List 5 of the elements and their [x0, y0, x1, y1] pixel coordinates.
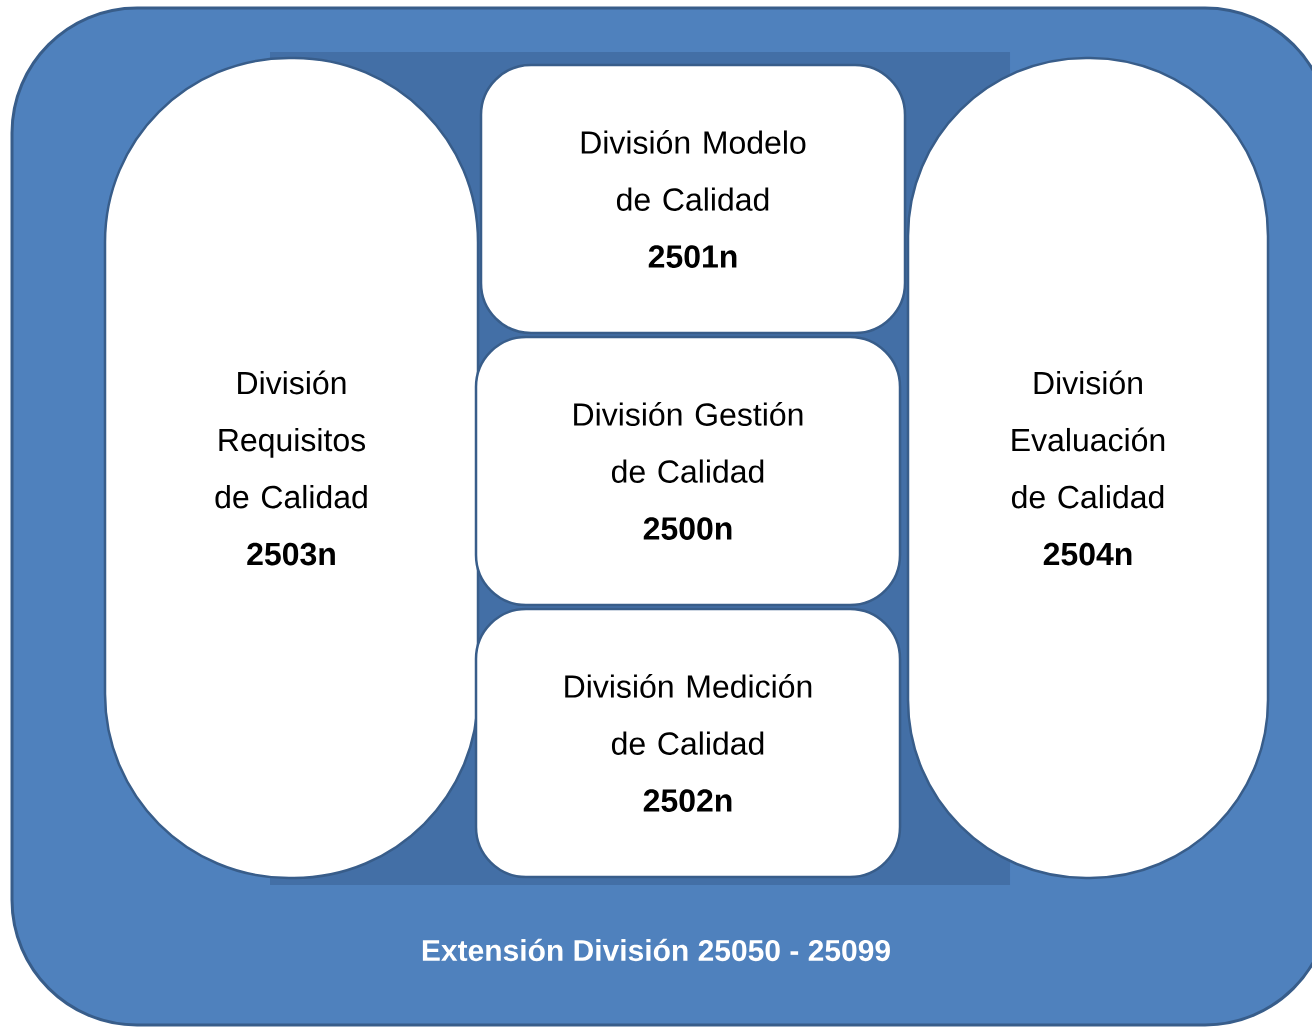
rounded-box: División Gestión de Calidad 2500n — [474, 335, 902, 607]
rounded-box: División Modelo de Calidad 2501n — [479, 63, 907, 335]
stadium-box: División Evaluación de Calidad 2504n — [906, 56, 1270, 880]
stadium-box: División Requisitos de Calidad 2503n — [103, 56, 480, 880]
rounded-box: División Medición de Calidad 2502n — [474, 607, 902, 879]
